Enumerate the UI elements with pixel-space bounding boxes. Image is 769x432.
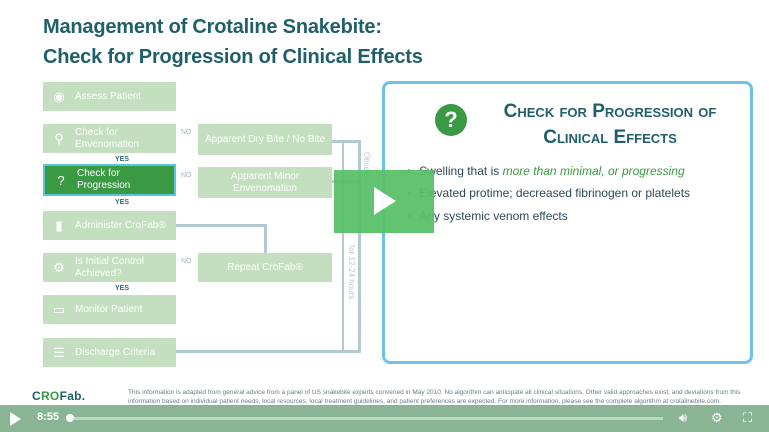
side-label: Apparent Minor Envenomation (230, 170, 300, 194)
bullet-emphasis: more than minimal, or progressing (502, 164, 685, 178)
fullscreen-icon[interactable]: ⛶ (743, 410, 753, 425)
connector-dry-bite (332, 140, 361, 143)
checklist-icon: ☰ (53, 344, 65, 360)
monitor-icon: ▭ (52, 301, 66, 317)
side-label: Apparent Dry Bite / No Bite (204, 133, 326, 145)
progress-bar[interactable] (70, 417, 663, 420)
volume-icon[interactable]: 🔊︎ (679, 410, 688, 425)
side-minor-envenomation[interactable]: Apparent Minor Envenomation (198, 167, 332, 198)
question-icon: ? (435, 104, 467, 136)
question-icon: ? (57, 172, 65, 188)
step-label: Monitor Patient (75, 303, 143, 315)
eye-icon: ◉ (53, 88, 65, 104)
observe-hours-label: for 12-24 hours (347, 245, 356, 300)
logo-part: RO (40, 389, 60, 403)
repeat-loop-top (176, 224, 267, 227)
panel-title-line-1: Check for Progression of (503, 101, 717, 122)
side-label: Repeat CroFab® (227, 261, 303, 273)
vial-icon: ▮ (55, 217, 63, 233)
panel-title: Check for Progression of Clinical Effect… (480, 99, 740, 151)
step-assess-patient[interactable]: ◉ Assess Patient (43, 82, 176, 111)
step-check-progression[interactable]: ? Check for Progression (43, 164, 176, 196)
video-control-bar: 8:55 🔊︎ ⚙ ⛶ (0, 405, 769, 432)
right-connector-line (358, 141, 361, 352)
video-play-overlay-button[interactable] (334, 170, 434, 233)
connector-discharge (176, 350, 361, 353)
no-label: NO (181, 129, 192, 136)
playback-time: 8:55 (37, 411, 60, 423)
bullet-text: Any systemic venom effects (419, 209, 568, 223)
step-label: Check for Envenomation (75, 126, 139, 150)
step-discharge-criteria[interactable]: ☰ Discharge Criteria (43, 338, 176, 367)
play-icon (374, 187, 396, 215)
title-line-1: Management of Crotaline Snakebite: (43, 16, 382, 38)
bullet-text: Swelling that is (419, 164, 503, 178)
step-label: Assess Patient (75, 90, 142, 102)
step-label: Discharge Criteria (75, 346, 156, 358)
info-panel: ? Check for Progression of Clinical Effe… (382, 81, 753, 364)
logo-part: C (32, 389, 41, 403)
gears-icon: ⚙ (53, 259, 65, 275)
step-label: Check for Progression (77, 168, 131, 191)
step-label: Is Initial Control Achieved? (75, 255, 144, 279)
bullet-protime: •Elevated protime; decreased fibrinogen … (407, 186, 690, 200)
step-monitor-patient[interactable]: ▭ Monitor Patient (43, 295, 176, 324)
crofab-logo: CROFab. (32, 389, 85, 403)
yes-label-2: YES (115, 199, 130, 206)
step-initial-control[interactable]: ⚙ Is Initial Control Achieved? (43, 253, 176, 282)
step-administer-crofab[interactable]: ▮ Administer CroFab® (43, 211, 176, 240)
no-label-2: NO (181, 172, 192, 179)
no-label-3: NO (181, 258, 192, 265)
settings-gear-icon[interactable]: ⚙ (711, 410, 723, 425)
title-line-2: Check for Progression of Clinical Effect… (43, 46, 423, 68)
step-check-envenomation[interactable]: ⚲ Check for Envenomation (43, 124, 176, 153)
yes-label: YES (115, 156, 130, 163)
yes-label-3: YES (115, 285, 130, 292)
side-dry-bite[interactable]: Apparent Dry Bite / No Bite (198, 124, 332, 155)
left-connector-1 (342, 141, 344, 351)
progress-handle[interactable] (66, 414, 74, 422)
magnifier-icon: ⚲ (54, 130, 64, 146)
panel-title-line-2: Clinical Effects (543, 127, 677, 148)
disclaimer-text: This information is adapted from general… (128, 389, 741, 405)
bullet-text: Elevated protime; decreased fibrinogen o… (419, 186, 691, 200)
step-label: Administer CroFab® (75, 219, 166, 231)
repeat-loop-line (264, 225, 267, 253)
bullet-swelling: •Swelling that is more than minimal, or … (407, 164, 685, 178)
logo-part: Fab. (59, 389, 86, 403)
play-button[interactable] (10, 412, 21, 426)
side-repeat-crofab[interactable]: Repeat CroFab® (198, 253, 332, 282)
